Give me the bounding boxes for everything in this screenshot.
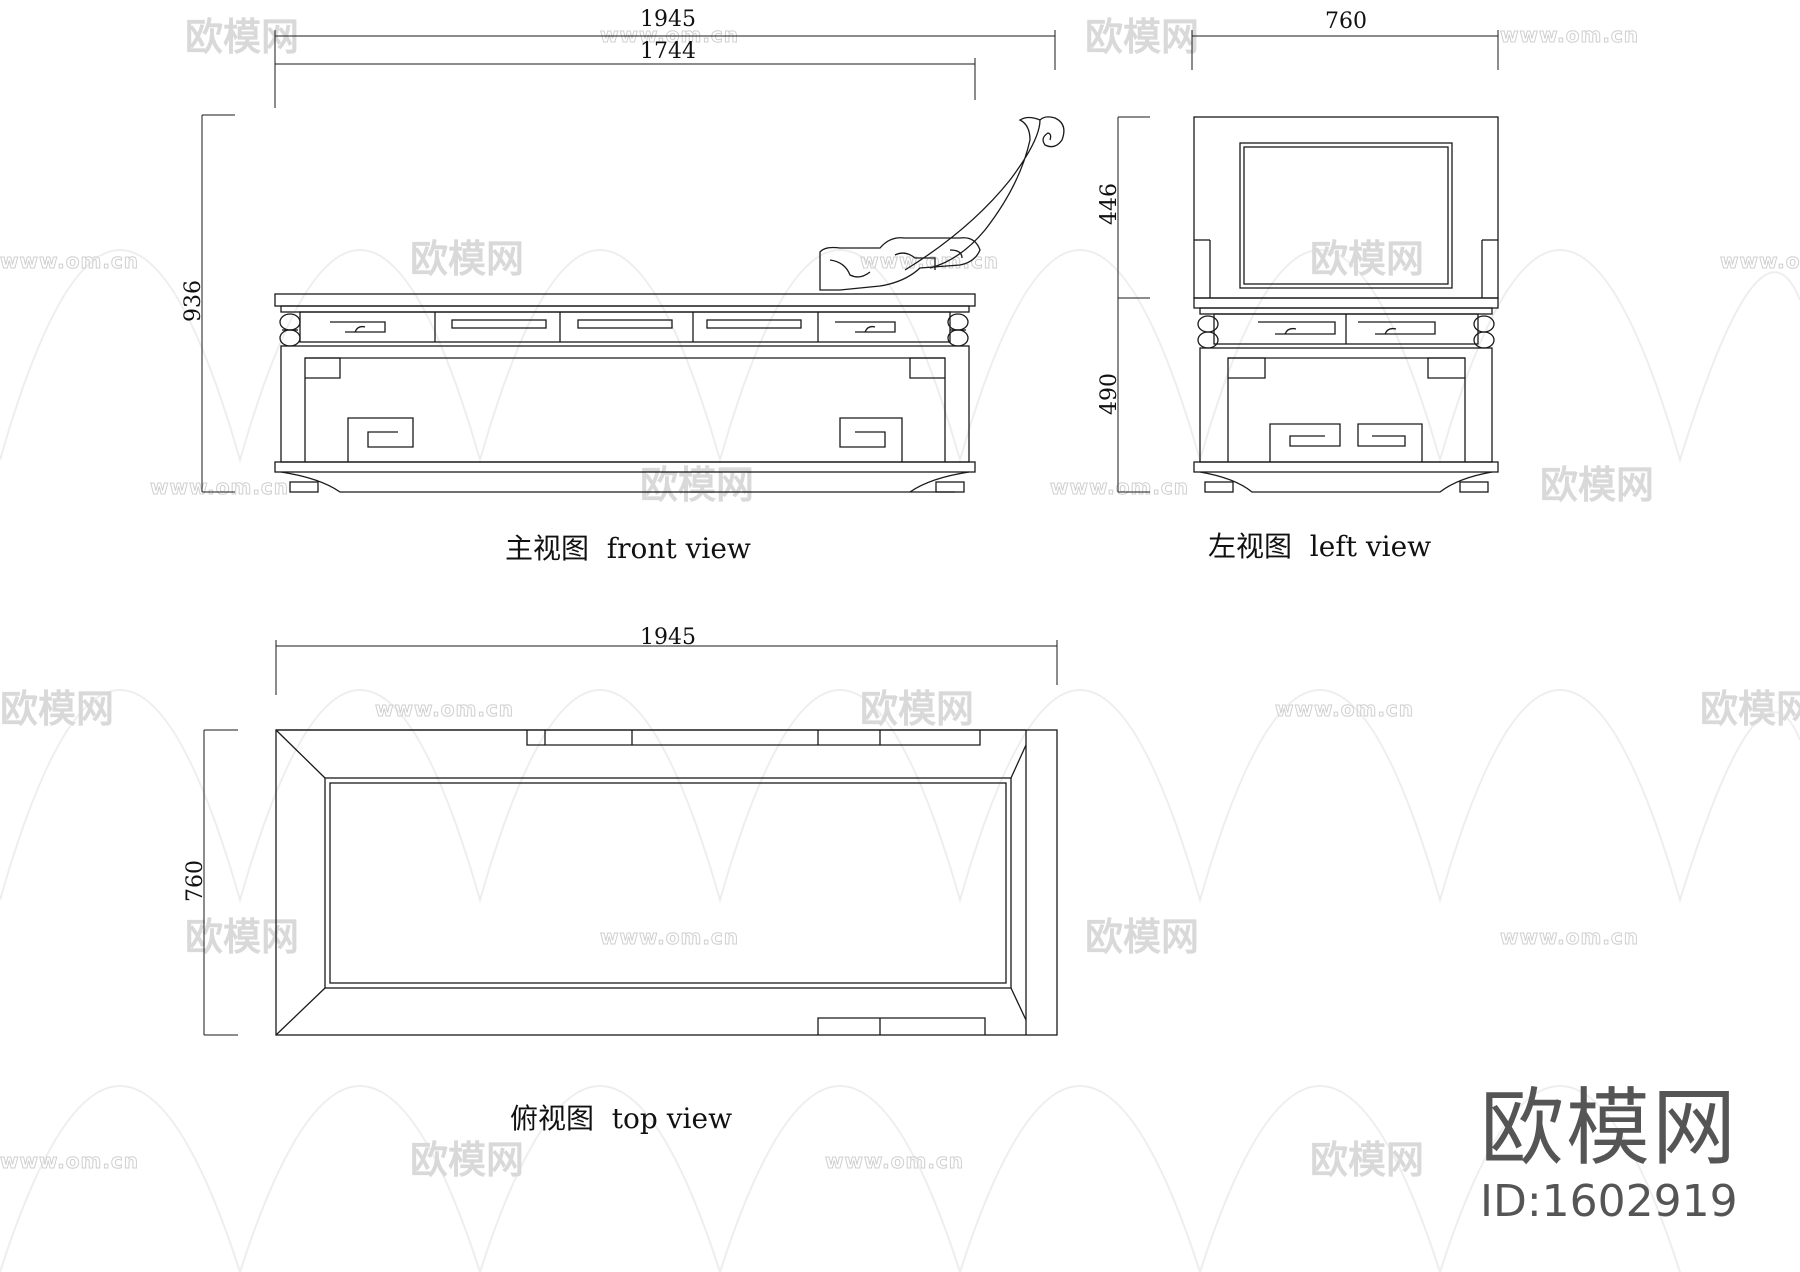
side-bottom-stretcher (1193, 461, 1499, 473)
watermark-url: www.om.cn (0, 249, 139, 273)
watermark-logo: 欧模网 (1700, 687, 1800, 731)
watermark-logo: 欧模网 (1540, 463, 1654, 507)
dim-label: 1945 (640, 625, 696, 650)
watermark-logo: 欧模网 (860, 687, 974, 731)
apron-fretwork (330, 321, 386, 333)
fretwork-right (839, 417, 903, 462)
watermark-url: www.om.cn (600, 925, 739, 949)
left-view-caption: 左视图 left view (1208, 530, 1431, 563)
top-back-rail (526, 730, 981, 746)
watermark-logo: 欧模网 (1085, 15, 1199, 59)
watermark-logo: 欧模网 (410, 237, 524, 281)
watermark-url: www.om.cn (1275, 697, 1414, 721)
watermark-url: www.om.cn (150, 475, 289, 499)
inner-frame (304, 357, 946, 462)
cloud-scroll-ornament (819, 237, 981, 291)
side-base-frame (1199, 347, 1493, 463)
side-fretwork-left (1269, 423, 1341, 462)
dimension-top-width: 1945 (275, 625, 1058, 695)
top-view-caption: 俯视图 top view (510, 1102, 732, 1135)
side-turned-post-left (1197, 315, 1219, 349)
watermark-logo: 欧模网 (1310, 1138, 1424, 1182)
dimension-top-depth: 760 (183, 729, 238, 1036)
watermark-logo: 欧模网 (410, 1138, 524, 1182)
side-fretwork-right (1357, 423, 1423, 462)
top-inner-panel (324, 777, 1012, 989)
seat-top (274, 293, 976, 307)
left-view: 760 446 490 (1097, 9, 1499, 563)
watermark-logo: 欧模网 (185, 915, 299, 959)
apron-fretwork (835, 321, 896, 333)
foot (935, 481, 965, 493)
dim-label: 1945 (640, 7, 696, 32)
top-front-rail (817, 1017, 986, 1035)
apron-panel (451, 319, 547, 329)
brand-id: ID:1602919 (1479, 1176, 1738, 1227)
watermark-url: www.om.cn (1720, 249, 1800, 273)
scroll-backrest (904, 116, 1065, 271)
dim-label: 760 (1325, 9, 1367, 34)
apron (299, 311, 951, 343)
watermark-arc-pattern (0, 249, 1800, 1272)
dimension-seat-width: 1744 (275, 39, 976, 100)
dim-label: 490 (1097, 373, 1122, 415)
dimension-overall-width: 1945 (274, 7, 1056, 108)
watermark-url: www.om.cn (375, 697, 514, 721)
watermark-logo: 欧模网 (185, 15, 299, 59)
dimension-upper-height: 446 490 (1097, 116, 1150, 493)
watermark-logo: 欧模网 (1310, 237, 1424, 281)
apron-panel (577, 319, 673, 329)
front-view: 1945 1744 936 (181, 7, 1065, 565)
turned-post-left (279, 313, 301, 347)
apron-panel (706, 319, 802, 329)
dim-label: 1744 (640, 39, 696, 64)
watermark-url: www.om.cn (1500, 23, 1639, 47)
watermark-url: www.om.cn (0, 1149, 139, 1173)
dim-label: 760 (183, 860, 208, 902)
watermark-url: www.om.cn (600, 23, 739, 47)
dimension-height: 936 (181, 114, 235, 493)
base-frame (280, 345, 970, 463)
brand-block: 欧模网 ID:1602919 (1480, 1086, 1738, 1229)
fretwork-left (347, 417, 414, 462)
turned-post-right (947, 313, 969, 347)
watermark-url: www.om.cn (1500, 925, 1639, 949)
top-outline (275, 729, 1058, 1036)
watermark-logo: 欧模网 (640, 463, 754, 507)
front-view-caption: 主视图 front view (505, 532, 751, 565)
dim-label: 936 (181, 280, 206, 322)
watermark-url: www.om.cn (860, 249, 999, 273)
top-view: 1945 760 俯视图 top view (183, 625, 1058, 1135)
dim-label: 446 (1097, 183, 1122, 225)
bottom-stretcher (274, 461, 976, 473)
brand-logo: 欧模网 (1479, 1079, 1738, 1177)
watermark-logo: 欧模网 (1085, 915, 1199, 959)
side-back-panel (1239, 142, 1453, 289)
dimension-side-width: 760 (1191, 9, 1499, 70)
foot (289, 481, 319, 493)
side-seat-top (1193, 297, 1499, 309)
seat-top-lip (280, 305, 970, 313)
watermark-logo: 欧模网 (0, 687, 114, 731)
watermark-group: 欧模网 欧模网 欧模网 欧模网 欧模网 欧模网 欧模网 欧模网 欧模网 欧模网 … (0, 15, 1800, 1182)
watermark-url: www.om.cn (825, 1149, 964, 1173)
watermark-url: www.om.cn (1050, 475, 1189, 499)
